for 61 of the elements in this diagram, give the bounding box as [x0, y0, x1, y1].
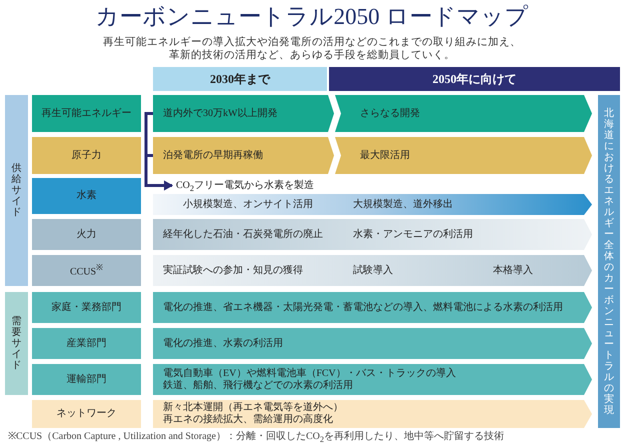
chevron-band [153, 292, 592, 323]
title: カーボンニュートラル2050 ロードマップ [94, 3, 530, 31]
label-text: 水素 [76, 190, 96, 202]
chevron-band [153, 255, 592, 286]
chevron-band [153, 400, 592, 428]
chevron-band [153, 364, 592, 395]
label-text: 鉄道、船舶、飛行機などでの水素の利活用 [163, 380, 354, 392]
chevron-band [153, 328, 592, 359]
label-text: 道内外で30万kW以上開発 [163, 108, 278, 120]
chevron-band [153, 137, 334, 174]
category-box [32, 255, 141, 286]
label-text: 新々北本運開（再エネ電気等を道外へ） [163, 402, 343, 414]
chevron-band [335, 95, 592, 132]
category-box [32, 328, 141, 359]
label-text: 泊発電所の早期再稼働 [163, 150, 263, 162]
label-text: 運輸部門 [66, 374, 106, 386]
category-box [32, 364, 141, 395]
label-text: さらなる開発 [360, 108, 420, 120]
label-text: 産業部門 [66, 338, 106, 350]
subtitle: 再生可能エネルギーの導入拡大や泊発電所の活用などのこれまでの取り組みに加え、革新的技術の活用など、あらゆる手段を総動員していく。 [102, 36, 522, 62]
category-box [32, 292, 141, 323]
footnote: ※CCUS（Carbon Capture , Utilization and Storage）：分離・回収したCO$_{2}$を再利用したり、地中等へ貯留する技術 [8, 431, 504, 446]
label-text: CCUS$^{※}$ [70, 262, 104, 279]
side-band [5, 95, 28, 286]
category-box [32, 137, 141, 174]
label-text: 北海道におけるエネルギー全体のカーボンニュートラルの実現 [604, 108, 614, 416]
side-band [598, 95, 620, 428]
label-text: 電化の推進、省エネ機器・太陽光発電・蓄電池などの導入、燃料電池による水素の利活用 [163, 302, 563, 314]
label-text: 試験導入 [353, 264, 393, 276]
label-text: ネットワーク [56, 408, 116, 420]
header-bar [153, 67, 327, 91]
label-text: 小規模製造、オンサイト活用 [183, 198, 313, 210]
label-text: 最大限活用 [360, 150, 410, 162]
chevron-band [153, 95, 334, 132]
label-text: 再生可能エネルギー [42, 108, 132, 120]
label-text: 需要サイド [12, 316, 22, 371]
category-box [32, 178, 141, 214]
category-box [32, 400, 141, 428]
label-text: 2030年まで [210, 72, 270, 86]
chevron-band [153, 194, 592, 215]
label-text: 電気自動車（EV）や燃料電池車（FCV）・バス・トラックの導入 [163, 368, 456, 380]
label-text: 供給サイド [12, 163, 22, 218]
connector-arrow [144, 154, 173, 190]
label-text: 再エネの接続拡大、需給運用の高度化 [163, 414, 334, 426]
label-text: 経年化した石油・石炭発電所の廃止 [163, 228, 323, 240]
label-text: 大規模製造、道外移出 [353, 198, 453, 210]
label-text: 2050年に向けて [432, 72, 516, 86]
header-bar [329, 67, 620, 91]
category-box [32, 219, 141, 250]
label-text: 家庭・業務部門 [52, 302, 122, 314]
label-text: 水素・アンモニアの利活用 [353, 228, 473, 240]
label-text: 本格導入 [493, 264, 533, 276]
category-box [32, 95, 141, 132]
annotation-text: CO$_{2}$フリー電気から水素を製造 [176, 179, 346, 192]
chevron-band [335, 137, 592, 174]
label-text: 実証試験への参加・知見の獲得 [163, 264, 303, 276]
chevron-band [153, 219, 592, 250]
label-text: 原子力 [72, 150, 102, 162]
label-text: 火力 [76, 228, 96, 240]
side-band [5, 292, 28, 395]
label-text: 電化の推進、水素の利活用 [163, 338, 283, 350]
